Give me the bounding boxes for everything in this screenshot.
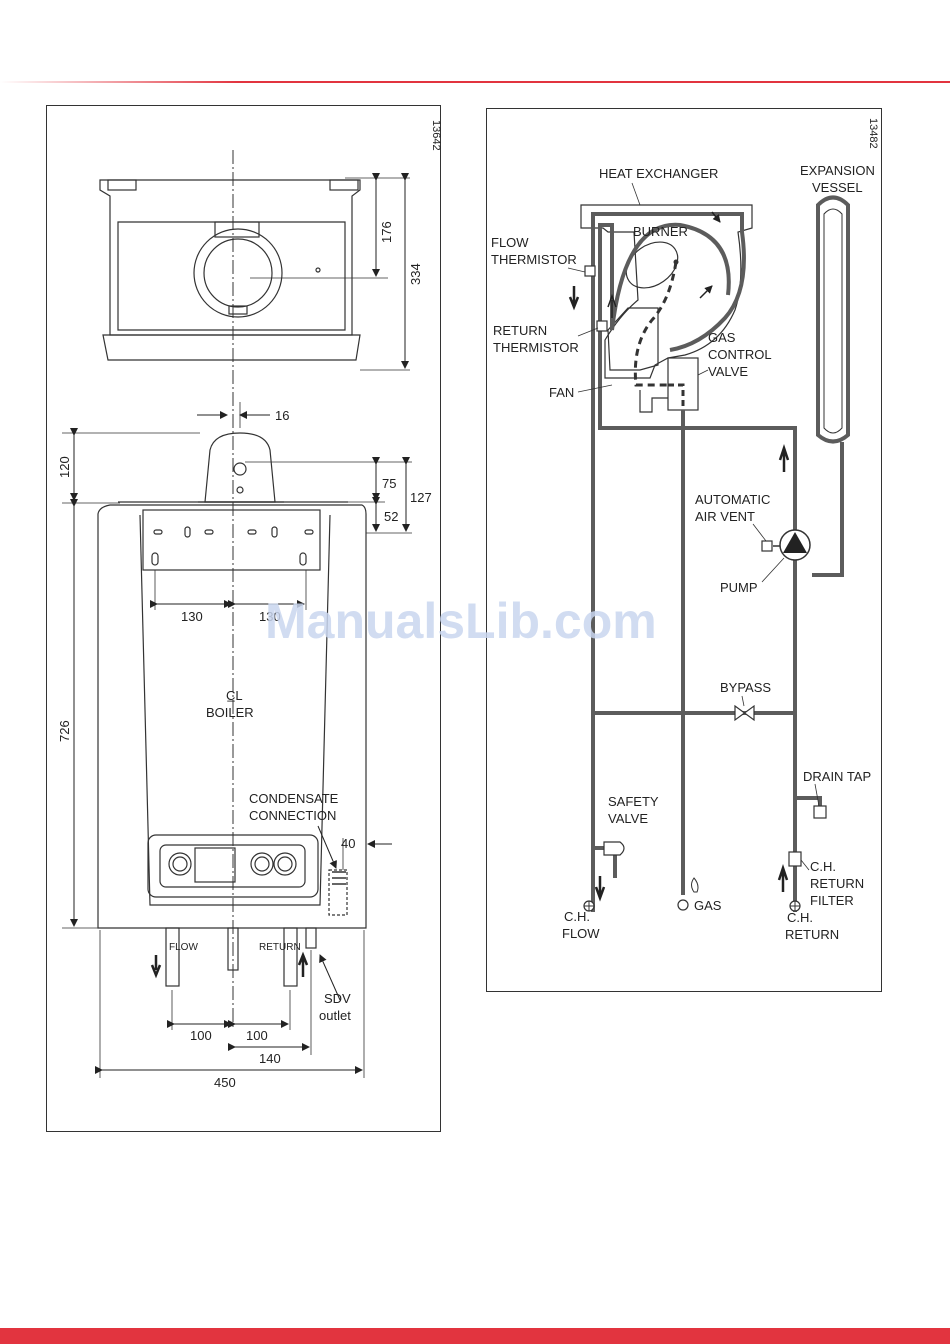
drain-pipe: [795, 796, 822, 808]
ch-flow-label-line2: FLOW: [562, 926, 600, 941]
boiler-label: BOILER: [206, 705, 254, 720]
dim-100-right: 100: [246, 1028, 268, 1043]
ch-return-filter: [788, 851, 802, 867]
condensate-label-line1: CONDENSATE: [249, 791, 339, 806]
dim-726: 726: [57, 720, 72, 742]
dim-52: 52: [384, 509, 398, 524]
dim-450: 450: [214, 1075, 236, 1090]
ch-return-label-line2: RETURN: [785, 927, 839, 942]
ch-return-label-line1: C.H.: [787, 910, 813, 925]
flue-turret: [198, 432, 284, 503]
automatic-air-vent: [761, 540, 773, 552]
ch-return-filter-label-line1: C.H.: [810, 859, 836, 874]
safety-valve-label-line1: SAFETY: [608, 794, 659, 809]
flow-thermistor-label-line1: FLOW: [491, 235, 529, 250]
heat-exchanger-label: HEAT EXCHANGER: [599, 166, 718, 181]
air-vent-label-line1: AUTOMATIC: [695, 492, 770, 507]
fan-label: FAN: [549, 385, 574, 400]
bottom-accent-bar: [0, 1328, 950, 1344]
dim-16: 16: [275, 408, 289, 423]
boiler-top-view: [99, 179, 361, 361]
left-figure-frame: [46, 105, 441, 1132]
burner: [625, 241, 679, 289]
air-vent-label-line2: AIR VENT: [695, 509, 755, 524]
return-arrow-up: [297, 951, 309, 977]
fan: [607, 307, 659, 371]
boiler-pipes: [165, 927, 317, 987]
top-accent-line: [0, 81, 950, 83]
sdv-leader: [319, 954, 341, 1001]
return-thermistor-label-line2: THERMISTOR: [493, 340, 579, 355]
heat-exchanger: [580, 204, 753, 413]
dim-176: 176: [379, 221, 394, 243]
centre-line-symbol: C̲L: [226, 688, 243, 703]
dim-130-right: 130: [259, 609, 281, 624]
return-pipe-label: RETURN: [259, 942, 301, 953]
return-direction-arrow: [778, 444, 790, 472]
gas-control-valve-label-line1: GAS: [708, 330, 736, 345]
boiler-circuit-schematic: 13482: [486, 108, 882, 992]
flow-pipe: [591, 212, 746, 912]
ch-return-filter-label-line2: RETURN: [810, 876, 864, 891]
left-ref-number: 13642: [430, 120, 442, 151]
sdv-label-line1: SDV: [324, 991, 351, 1006]
pump-label: PUMP: [720, 580, 758, 595]
condensate-leader: [317, 825, 337, 869]
expansion-vessel-label-line1: EXPANSION: [800, 163, 875, 178]
return-thermistor: [596, 320, 608, 332]
ch-flow-label-line1: C.H.: [564, 909, 590, 924]
dim-120: 120: [57, 456, 72, 478]
flow-thermistor-label-line2: THERMISTOR: [491, 252, 577, 267]
watermark: ManualsLib.com: [265, 593, 657, 649]
gas-terminal-icon: [677, 899, 689, 911]
return-pipe: [600, 426, 797, 912]
flow-pipe-label: FLOW: [169, 942, 198, 953]
flow-direction-arrow: [568, 286, 580, 311]
dim-100-left: 100: [190, 1028, 212, 1043]
return-thermistor-label-line1: RETURN: [493, 323, 547, 338]
dim-127: 127: [410, 490, 432, 505]
drain-tap: [813, 805, 827, 819]
bypass-valve-icon: [734, 704, 755, 722]
gas-label: GAS: [694, 898, 722, 913]
dim-140: 140: [259, 1051, 281, 1066]
safety-valve: [603, 841, 625, 856]
drain-tap-label: DRAIN TAP: [803, 769, 871, 784]
boiler-dimensions-figure: 13642 176 334 16: [46, 105, 442, 1132]
expansion-vessel: [816, 195, 850, 444]
gas-flame-icon: [691, 877, 699, 893]
flow-arrow-down: [150, 955, 162, 979]
safety-valve-label-line2: VALVE: [608, 811, 648, 826]
right-ref-number: 13482: [867, 118, 879, 149]
right-figure-frame: [486, 108, 882, 992]
burner-label: BURNER: [633, 224, 688, 239]
condensate-label-line2: CONNECTION: [249, 808, 336, 823]
return-pipe-in-exchanger: [598, 222, 731, 430]
dim-130-left: 130: [181, 609, 203, 624]
bypass-label: BYPASS: [720, 680, 771, 695]
flow-thermistor: [584, 265, 596, 277]
expansion-vessel-label-line2: VESSEL: [812, 180, 863, 195]
sdv-label-line2: outlet: [319, 1008, 351, 1023]
dim-40: 40: [341, 836, 355, 851]
expansion-pipe: [812, 442, 844, 577]
gas-burner-path: [633, 261, 678, 387]
dim-334: 334: [408, 263, 423, 285]
dim-75: 75: [382, 476, 396, 491]
boiler-front-casing: [97, 501, 367, 929]
gas-control-valve-label-line3: VALVE: [708, 364, 748, 379]
ch-return-filter-label-line3: FILTER: [810, 893, 854, 908]
pump-icon: [783, 532, 807, 553]
gas-control-valve-label-line2: CONTROL: [708, 347, 772, 362]
